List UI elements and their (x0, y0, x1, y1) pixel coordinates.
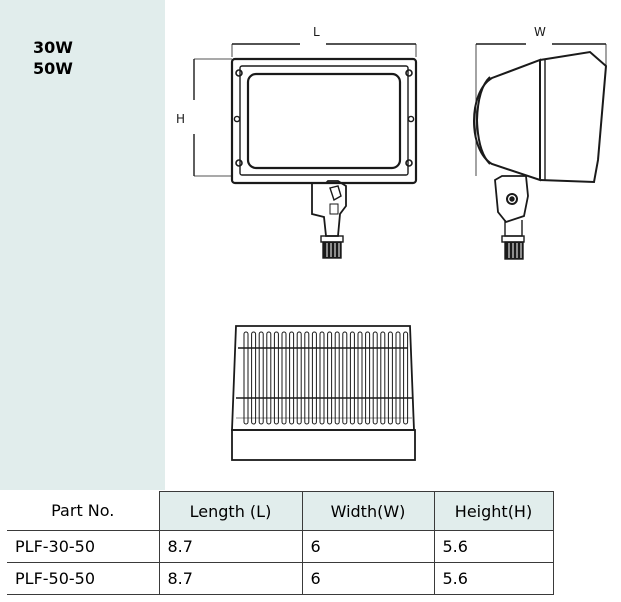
cell-length: 8.7 (158, 530, 303, 563)
table-row: PLF-30-50 8.7 6 5.6 (7, 530, 554, 563)
fin (311, 331, 317, 425)
fin (243, 331, 249, 425)
fin (304, 331, 310, 425)
width-label: W (534, 25, 546, 39)
fin (395, 331, 401, 425)
header-height: Height(H) (433, 491, 554, 531)
fin (380, 331, 386, 425)
fin (387, 331, 393, 425)
cell-part-no: PLF-50-50 (7, 562, 160, 595)
fin (251, 331, 257, 425)
product-drawings: L H W (176, 25, 608, 461)
fin (349, 331, 355, 425)
wattage-list: 30W 50W (33, 37, 73, 79)
wattage-30: 30W (33, 38, 73, 57)
side-band (0, 0, 165, 490)
fin (258, 331, 264, 425)
header-part-no: Part No. (7, 491, 160, 531)
table-row: PLF-50-50 8.7 6 5.6 (7, 562, 554, 595)
fin (334, 331, 340, 425)
cell-width: 6 (301, 530, 435, 563)
cell-height: 5.6 (433, 562, 554, 595)
fin (319, 331, 325, 425)
cell-part-no: PLF-30-50 (7, 530, 160, 563)
fin (365, 331, 371, 425)
height-label: H (176, 112, 185, 126)
table-header-row: Part No. Length (L) Width(W) Height(H) (7, 491, 554, 531)
fin (289, 331, 295, 425)
header-width: Width(W) (301, 491, 435, 531)
specs-table: Part No. Length (L) Width(W) Height(H) P… (7, 491, 554, 595)
side-view-drawing (473, 43, 608, 260)
header-length: Length (L) (158, 491, 303, 531)
fin (357, 331, 363, 425)
cell-width: 6 (301, 562, 435, 595)
wattage-50: 50W (33, 59, 73, 78)
fin (281, 331, 287, 425)
fin (342, 331, 348, 425)
front-view-drawing (193, 43, 418, 259)
fin (403, 331, 409, 425)
fin (372, 331, 378, 425)
cell-height: 5.6 (433, 530, 554, 563)
fin (266, 331, 272, 425)
length-label: L (313, 25, 320, 39)
cell-length: 8.7 (158, 562, 303, 595)
fin (273, 331, 279, 425)
fin (327, 331, 333, 425)
fin (296, 331, 302, 425)
heat-sink-fins (243, 331, 409, 425)
